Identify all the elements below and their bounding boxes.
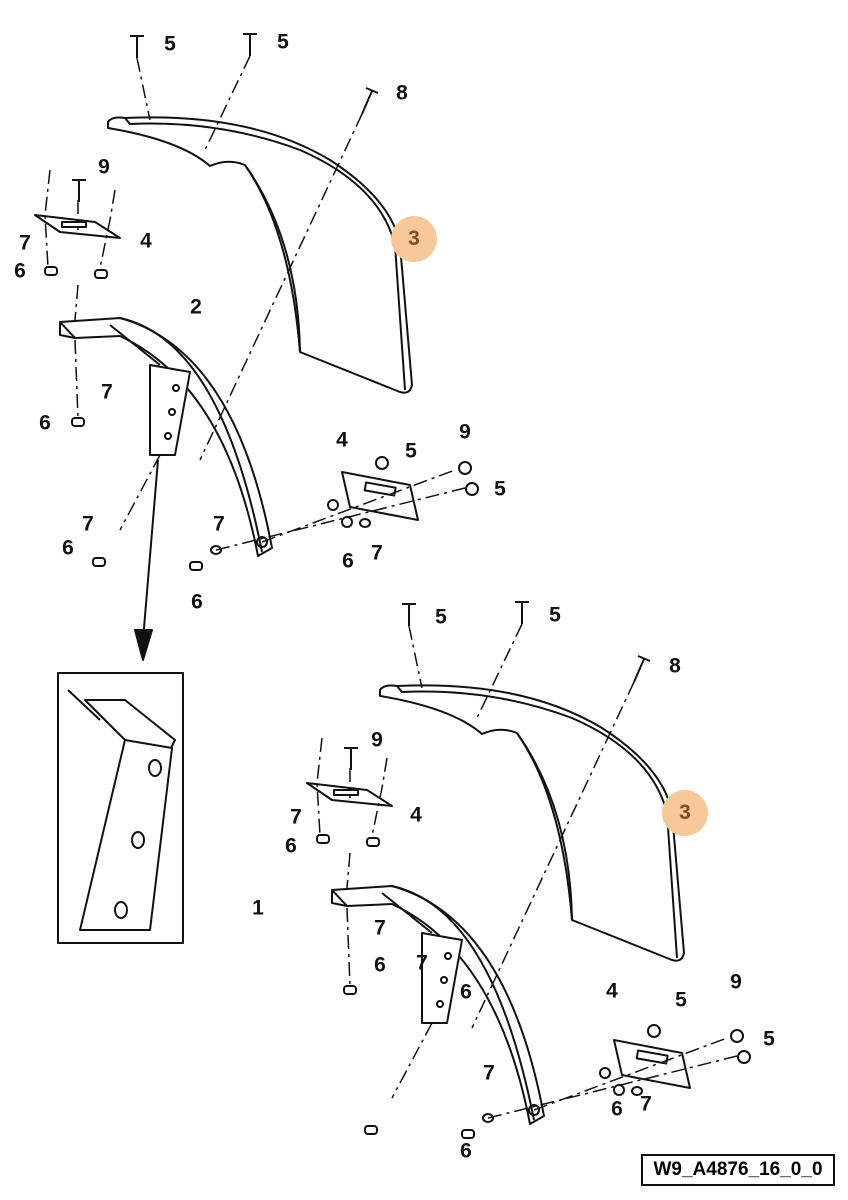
callout-3-highlighted[interactable]: 3 [391,216,437,262]
callout-7[interactable]: 7 [416,951,428,975]
callout-4[interactable]: 4 [140,229,152,253]
diagram-code-label: W9_A4876_16_0_0 [641,1154,835,1186]
callout-5[interactable]: 5 [549,603,561,627]
callout-7[interactable]: 7 [101,380,113,404]
callout-6[interactable]: 6 [62,536,74,560]
callout-4[interactable]: 4 [410,803,422,827]
callout-5[interactable]: 5 [494,477,506,501]
callout-4[interactable]: 4 [606,979,618,1003]
callout-7[interactable]: 7 [371,541,383,565]
callout-6[interactable]: 6 [14,259,26,283]
callout-6[interactable]: 6 [460,1139,472,1163]
callout-9[interactable]: 9 [730,970,742,994]
callout-7[interactable]: 7 [374,916,386,940]
callout-6[interactable]: 6 [374,953,386,977]
callout-7[interactable]: 7 [640,1092,652,1116]
callout-3-label: 3 [679,801,691,824]
callout-1[interactable]: 1 [252,896,264,920]
callout-7[interactable]: 7 [19,231,31,255]
callout-8[interactable]: 8 [669,654,681,678]
callout-7[interactable]: 7 [290,805,302,829]
callout-5[interactable]: 5 [277,30,289,54]
callout-6[interactable]: 6 [285,834,297,858]
callout-4[interactable]: 4 [336,428,348,452]
callout-6[interactable]: 6 [460,980,472,1004]
callout-6[interactable]: 6 [342,549,354,573]
callout-9[interactable]: 9 [98,155,110,179]
callout-8[interactable]: 8 [396,81,408,105]
callout-6[interactable]: 6 [611,1097,623,1121]
callout-6[interactable]: 6 [39,411,51,435]
callout-9[interactable]: 9 [459,420,471,444]
callout-5[interactable]: 5 [763,1027,775,1051]
callout-2[interactable]: 2 [190,295,202,319]
callout-3-label: 3 [408,227,420,250]
callout-5[interactable]: 5 [405,439,417,463]
callout-6[interactable]: 6 [191,590,203,614]
callout-5[interactable]: 5 [435,605,447,629]
callout-3-highlighted[interactable]: 3 [662,790,708,836]
callout-7[interactable]: 7 [82,512,94,536]
callout-5[interactable]: 5 [675,988,687,1012]
callout-7[interactable]: 7 [483,1061,495,1085]
callout-7[interactable]: 7 [213,512,225,536]
callout-9[interactable]: 9 [371,728,383,752]
callout-5[interactable]: 5 [164,32,176,56]
